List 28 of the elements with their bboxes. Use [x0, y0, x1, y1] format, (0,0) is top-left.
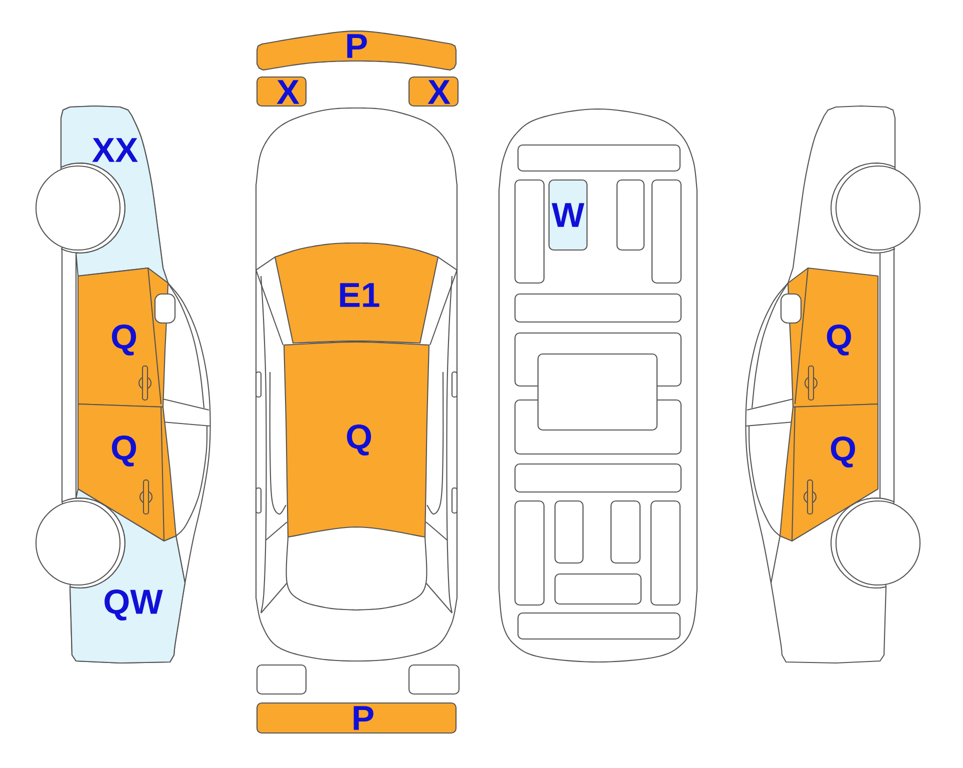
underbody-panel [514, 293, 682, 323]
underbody-panel [616, 179, 645, 251]
underbody-panel [537, 353, 658, 431]
underbody-panel [554, 500, 584, 564]
underbody-panel: W [548, 179, 588, 251]
underbody-panel [514, 463, 682, 493]
underbody-panel [554, 573, 642, 605]
light-panel [256, 664, 307, 695]
underbody-panel [651, 179, 682, 284]
door-panel: Q [787, 267, 879, 408]
underbody-panel [650, 500, 681, 606]
light-panel [408, 664, 460, 695]
underbody-panel [514, 179, 545, 284]
light-panel: X [256, 76, 307, 107]
roof-panel: Q [283, 341, 430, 538]
door-panel: Q [779, 403, 879, 542]
door-panel: Q [77, 403, 177, 542]
fender-panel: XX [60, 105, 169, 284]
windshield-panel: E1 [274, 242, 439, 344]
bumper-panel: P [256, 702, 457, 734]
underbody-panel [517, 144, 681, 172]
light-panel: X [408, 76, 459, 107]
door-panel: Q [77, 267, 169, 408]
underbody-panel [517, 612, 681, 640]
quarter-panel: QW [69, 488, 186, 664]
bumper-panel: P [256, 30, 457, 71]
underbody-panel [610, 500, 641, 564]
underbody-panel [514, 500, 545, 606]
